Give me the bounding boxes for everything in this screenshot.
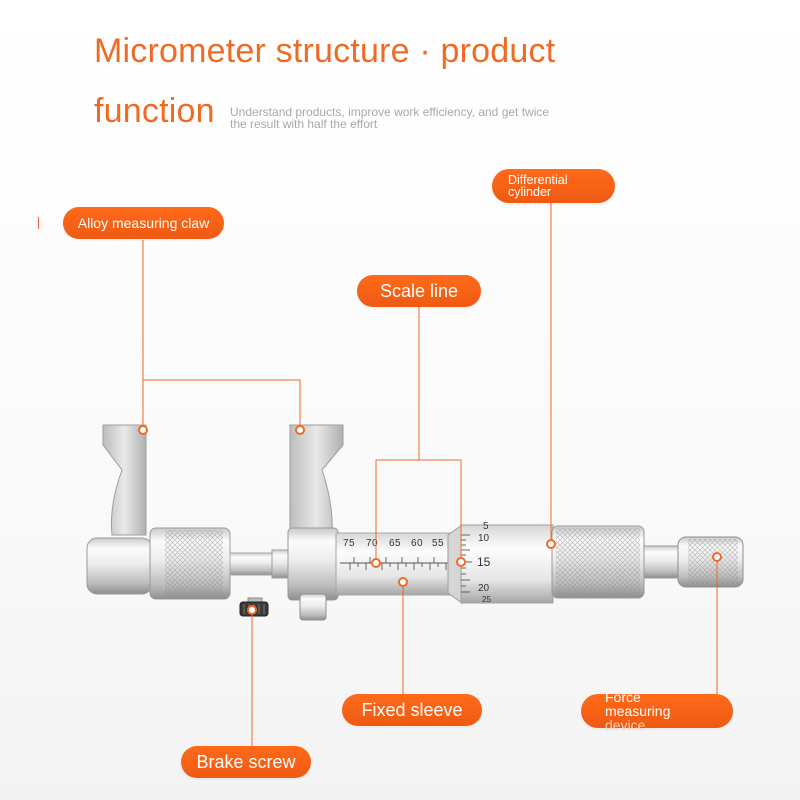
thimble	[460, 524, 554, 604]
label-brake-screw: Brake screw	[181, 746, 311, 778]
label-text: measuring	[605, 703, 671, 719]
sleeve-number: 75	[343, 538, 355, 549]
thimble-number: 5	[483, 521, 489, 532]
page-title-line-1: Micrometer structure · product	[94, 32, 556, 70]
page-title-line-2: function	[94, 92, 215, 130]
decorative-tick	[38, 217, 39, 229]
leader-dots	[138, 425, 722, 615]
label-force-measuring-device: Force measuring device	[581, 690, 733, 732]
body-block	[287, 527, 339, 601]
label-text: Differential	[508, 173, 568, 187]
left-end-cap	[86, 537, 153, 595]
label-differential-cylinder: Differential cylinder	[492, 169, 615, 203]
label-text: Fixed sleeve	[361, 699, 463, 720]
label-text: Brake screw	[196, 751, 296, 772]
leader-lines	[142, 203, 718, 746]
sleeve-number: 70	[366, 538, 378, 549]
sleeve-number: 60	[411, 538, 423, 549]
fixed-sleeve	[335, 532, 451, 596]
label-scale-line: Scale line	[357, 275, 481, 307]
thimble-number: 25	[482, 595, 491, 604]
sleeve-scale-numbers: 75 70 65 60 55	[343, 538, 444, 549]
left-measuring-claw	[102, 424, 147, 536]
thimble-number: 15	[477, 555, 491, 569]
sleeve-number: 65	[389, 538, 401, 549]
sleeve-number: 55	[432, 538, 444, 549]
label-text: device	[605, 717, 646, 733]
thimble-number: 10	[478, 533, 490, 544]
label-text: Alloy measuring claw	[77, 215, 210, 231]
label-text: Force	[605, 689, 641, 705]
label-text: cylinder	[508, 185, 552, 199]
thimble-scale-numbers: 5 10 15 20 25	[477, 521, 491, 604]
label-text: Scale line	[379, 280, 459, 301]
label-alloy-measuring-claw: Alloy measuring claw	[63, 207, 224, 239]
thimble-number: 20	[478, 583, 490, 594]
page-subtitle: Understand products, improve work effici…	[230, 105, 550, 131]
label-fixed-sleeve: Fixed sleeve	[342, 694, 482, 726]
right-measuring-claw	[289, 424, 344, 538]
locator-pin	[299, 593, 327, 621]
